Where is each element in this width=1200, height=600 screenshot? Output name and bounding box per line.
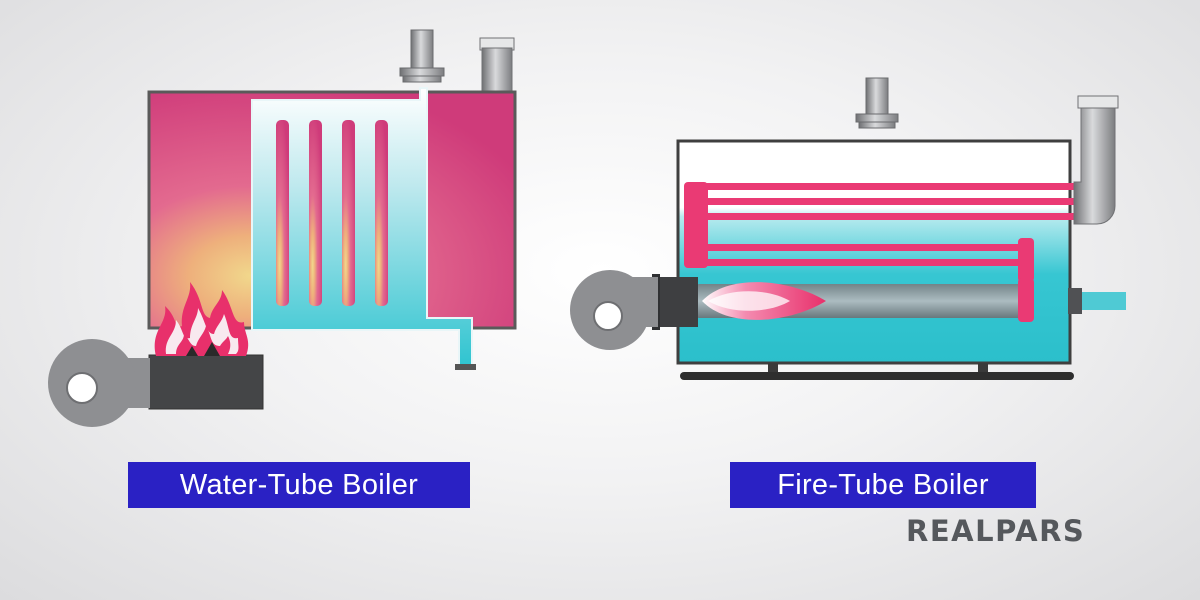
heated-tube-3: [342, 120, 355, 306]
burner-housing: [656, 277, 698, 327]
chimney-icon: [1073, 95, 1119, 225]
fire-tube-bundle: [684, 182, 1074, 282]
furnace-tube: [696, 278, 1034, 322]
fire-tube-boiler-label: Fire-Tube Boiler: [777, 468, 989, 501]
firebox-base: [148, 354, 264, 410]
water-tube-boiler-label: Water-Tube Boiler: [179, 468, 419, 501]
flame-icon: [154, 282, 249, 356]
fire-tube-label-bg: [730, 462, 1036, 508]
heated-tube-4: [375, 120, 388, 306]
water-tube-boiler: [48, 29, 517, 427]
steam-outlet-icon: [399, 29, 445, 83]
steam-outlet-icon: [855, 77, 899, 129]
heated-tube-2: [309, 120, 322, 306]
support-base: [680, 363, 1074, 380]
chimney-icon: [479, 37, 515, 95]
boiler-shell: [676, 139, 1072, 365]
water-inlet-pipe: [1068, 288, 1126, 314]
heated-tube-1: [276, 120, 289, 306]
water-tube-label-bg: [128, 462, 470, 508]
blower-icon: [570, 270, 658, 350]
fire-tube-boiler: [570, 77, 1126, 380]
blower-icon: [48, 339, 150, 427]
water-tube-assembly: [251, 87, 476, 370]
brand-logo: REALPARS: [906, 514, 1086, 548]
flame-icon: [702, 282, 826, 320]
